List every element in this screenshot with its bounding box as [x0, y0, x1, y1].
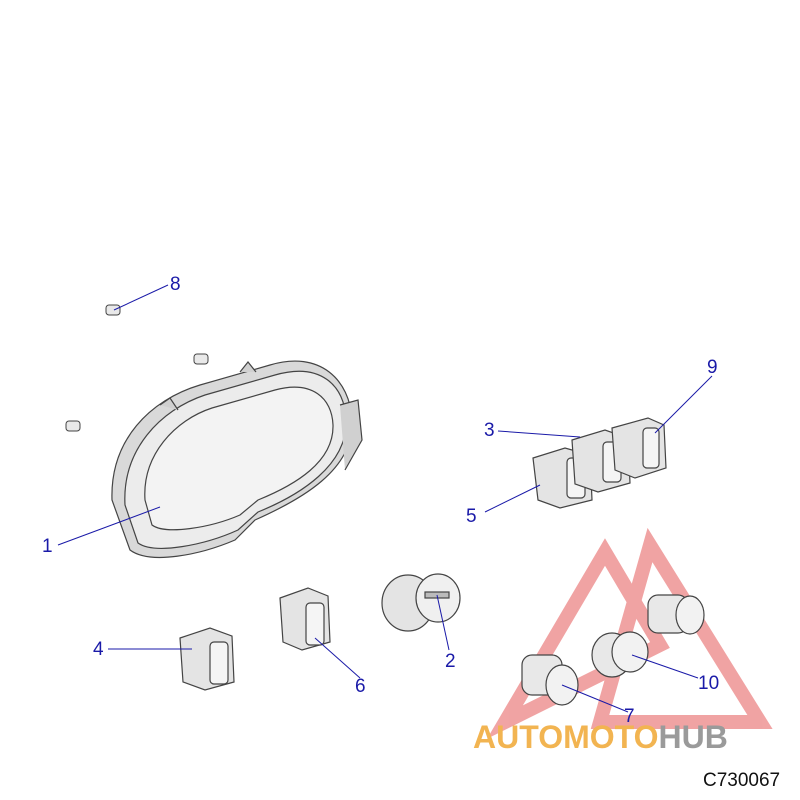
- watermark-word-automoto: AUTOMOTO: [473, 719, 659, 755]
- switch-part-4: [179, 627, 235, 691]
- callout-7: 7: [624, 706, 635, 727]
- switch-group-parts-3-5-9: [532, 417, 667, 509]
- ignition-part-2: [381, 573, 461, 632]
- callout-4: 4: [93, 639, 104, 660]
- diagram-part-code: C730067: [703, 770, 781, 791]
- watermark-word-hub: HUB: [658, 719, 728, 755]
- leader-lines: [57, 284, 713, 713]
- callout-3: 3: [484, 420, 495, 441]
- watermark-wordmark: AUTOMOTOHUB: [473, 719, 728, 756]
- callout-8: 8: [170, 274, 181, 295]
- switch-part-6: [279, 587, 331, 651]
- callout-6: 6: [355, 676, 366, 697]
- callout-10: 10: [698, 673, 720, 694]
- callout-1: 1: [42, 536, 53, 557]
- instrument-cluster-part-1: [111, 360, 363, 559]
- socket-part-10: [591, 594, 705, 678]
- callout-9: 9: [707, 357, 718, 378]
- screw-part-8: [65, 304, 209, 432]
- callout-5: 5: [466, 506, 477, 527]
- callout-2: 2: [445, 651, 456, 672]
- socket-part-7: [521, 654, 579, 706]
